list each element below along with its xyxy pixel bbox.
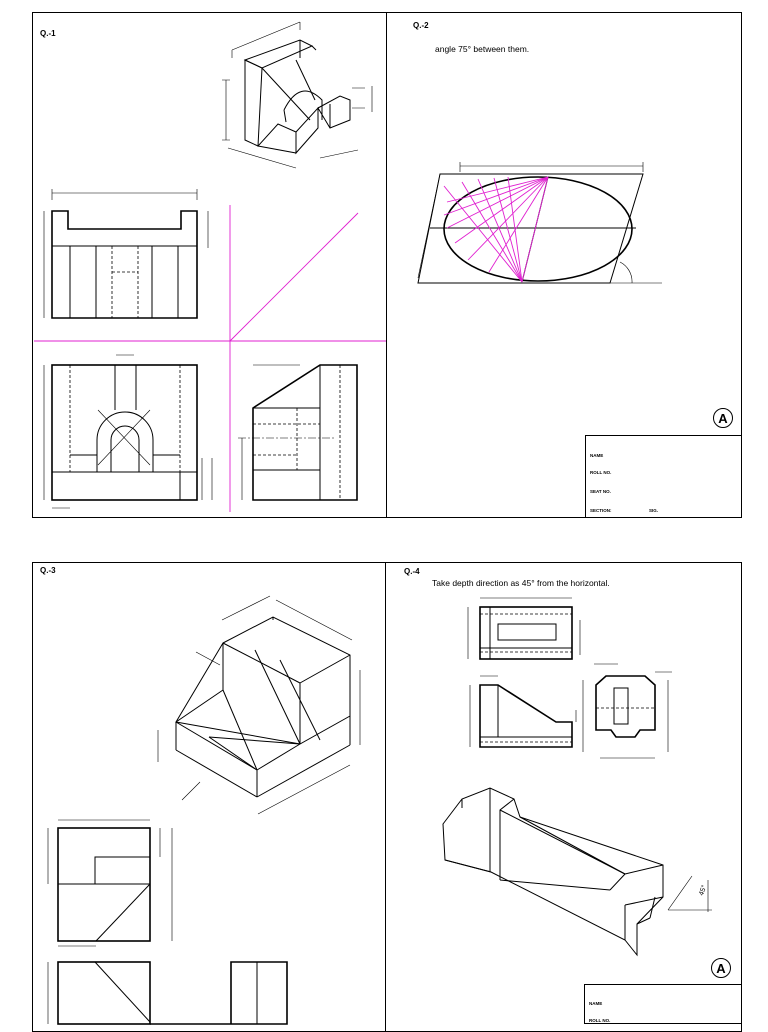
sheet-a bbox=[32, 12, 742, 518]
q3-label: Q.-3 bbox=[40, 566, 56, 575]
sheet-b-title-block: NAME ROLL NO. bbox=[584, 984, 742, 1024]
q1-front-view bbox=[43, 189, 209, 319]
tb-roll: ROLL NO. bbox=[590, 470, 612, 475]
tb-seat: SEAT NO. bbox=[590, 489, 611, 494]
q1-top-view bbox=[43, 354, 213, 509]
tb-b-roll: ROLL NO. bbox=[589, 1018, 611, 1023]
q1-isometric-view bbox=[222, 21, 373, 169]
q3-isometric-view bbox=[157, 595, 361, 815]
sheet-a-badge: A bbox=[713, 408, 733, 428]
q2-instruction: angle 75° between them. bbox=[435, 44, 530, 54]
q4-label: Q.-4 bbox=[404, 567, 420, 576]
sheet-a-divider bbox=[386, 12, 387, 518]
tb-sig: SIG. bbox=[649, 508, 659, 513]
q4-side-view bbox=[582, 663, 672, 759]
q4-top-view bbox=[467, 597, 581, 660]
q2-label: Q.-2 bbox=[413, 21, 429, 30]
sheet-b-badge: A bbox=[711, 958, 731, 978]
tb-name: NAME bbox=[590, 453, 604, 458]
q2-construction-rays bbox=[443, 176, 549, 283]
q4-isometric-view bbox=[442, 787, 712, 957]
tb-b-name: NAME bbox=[589, 1001, 603, 1006]
sheet-a-title-block: NAME ROLL NO. SEAT NO. SECTION: SIG. bbox=[585, 435, 742, 518]
q1-side-view bbox=[238, 364, 358, 501]
sheet-b-divider bbox=[385, 562, 386, 1032]
tb-section: SECTION: bbox=[590, 508, 612, 513]
q3-front-view bbox=[47, 819, 173, 947]
q4-instruction: Take depth direction as 45° from the hor… bbox=[432, 578, 610, 588]
q1-label: Q.-1 bbox=[40, 29, 56, 38]
q4-front-view bbox=[469, 675, 577, 748]
